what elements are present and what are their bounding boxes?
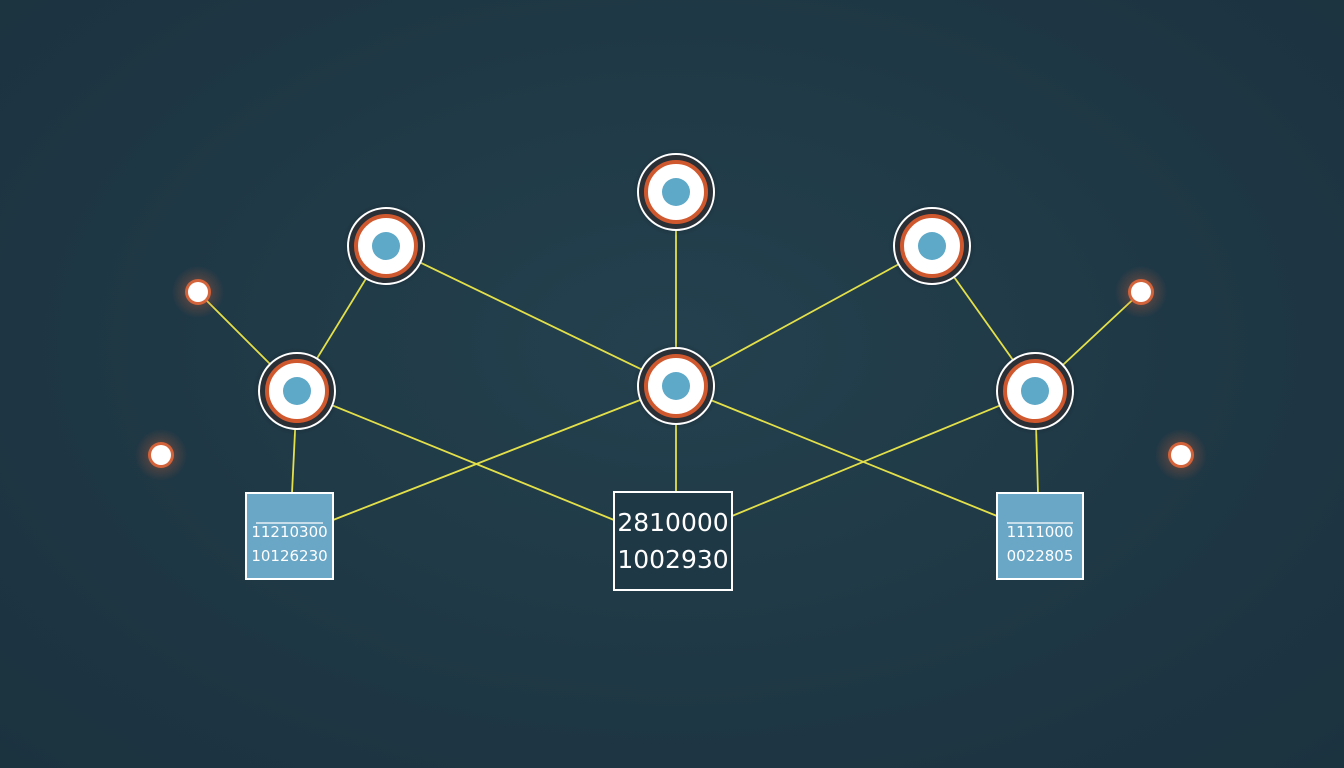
node-core — [918, 232, 946, 260]
data-box-frame — [613, 491, 733, 591]
dot-far-right-lower — [1155, 429, 1207, 481]
box-left: 11210300 10126230 — [245, 492, 334, 580]
box-right: 1111000 0022805 — [996, 492, 1084, 580]
boxes-layer: 11210300 10126230 2810000 1002930 1111000 002… — [245, 491, 1084, 591]
edge-node-upper-right-to-node-mid-center — [675, 245, 933, 387]
node-core — [372, 232, 400, 260]
node-upper-left — [342, 202, 430, 290]
edge-node-mid-left-to-box-center — [296, 390, 615, 521]
data-box-frame — [996, 492, 1084, 580]
dot-far-left-lower — [135, 429, 187, 481]
dot-far-left-upper — [172, 266, 224, 318]
dot-core — [188, 282, 208, 302]
dot-core — [151, 445, 171, 465]
node-mid-right — [991, 347, 1079, 435]
dot-core — [1131, 282, 1151, 302]
data-box-frame — [245, 492, 334, 580]
node-core — [283, 377, 311, 405]
edge-node-mid-center-to-box-right — [675, 385, 998, 517]
node-core — [662, 372, 690, 400]
edge-node-mid-center-to-box-left — [332, 385, 677, 521]
data-box-line: 0022805 — [1007, 547, 1074, 565]
nodes-layer — [135, 148, 1207, 481]
dot-core — [1171, 445, 1191, 465]
data-box-line: 10126230 — [251, 547, 327, 565]
edge-node-mid-right-to-box-center — [731, 390, 1036, 517]
node-mid-center — [632, 342, 720, 430]
edge-node-upper-left-to-node-mid-center — [385, 245, 677, 387]
node-top-center — [632, 148, 720, 236]
node-core — [1021, 377, 1049, 405]
data-box-line: 2810000 — [617, 508, 728, 537]
node-upper-right — [888, 202, 976, 290]
box-center: 2810000 1002930 — [613, 491, 733, 591]
data-box-line: 11210300 — [251, 523, 327, 541]
data-box-line: 1111000 — [1007, 523, 1074, 541]
node-core — [662, 178, 690, 206]
node-mid-left — [253, 347, 341, 435]
dot-far-right-upper — [1115, 266, 1167, 318]
data-box-line: 1002930 — [617, 545, 728, 574]
